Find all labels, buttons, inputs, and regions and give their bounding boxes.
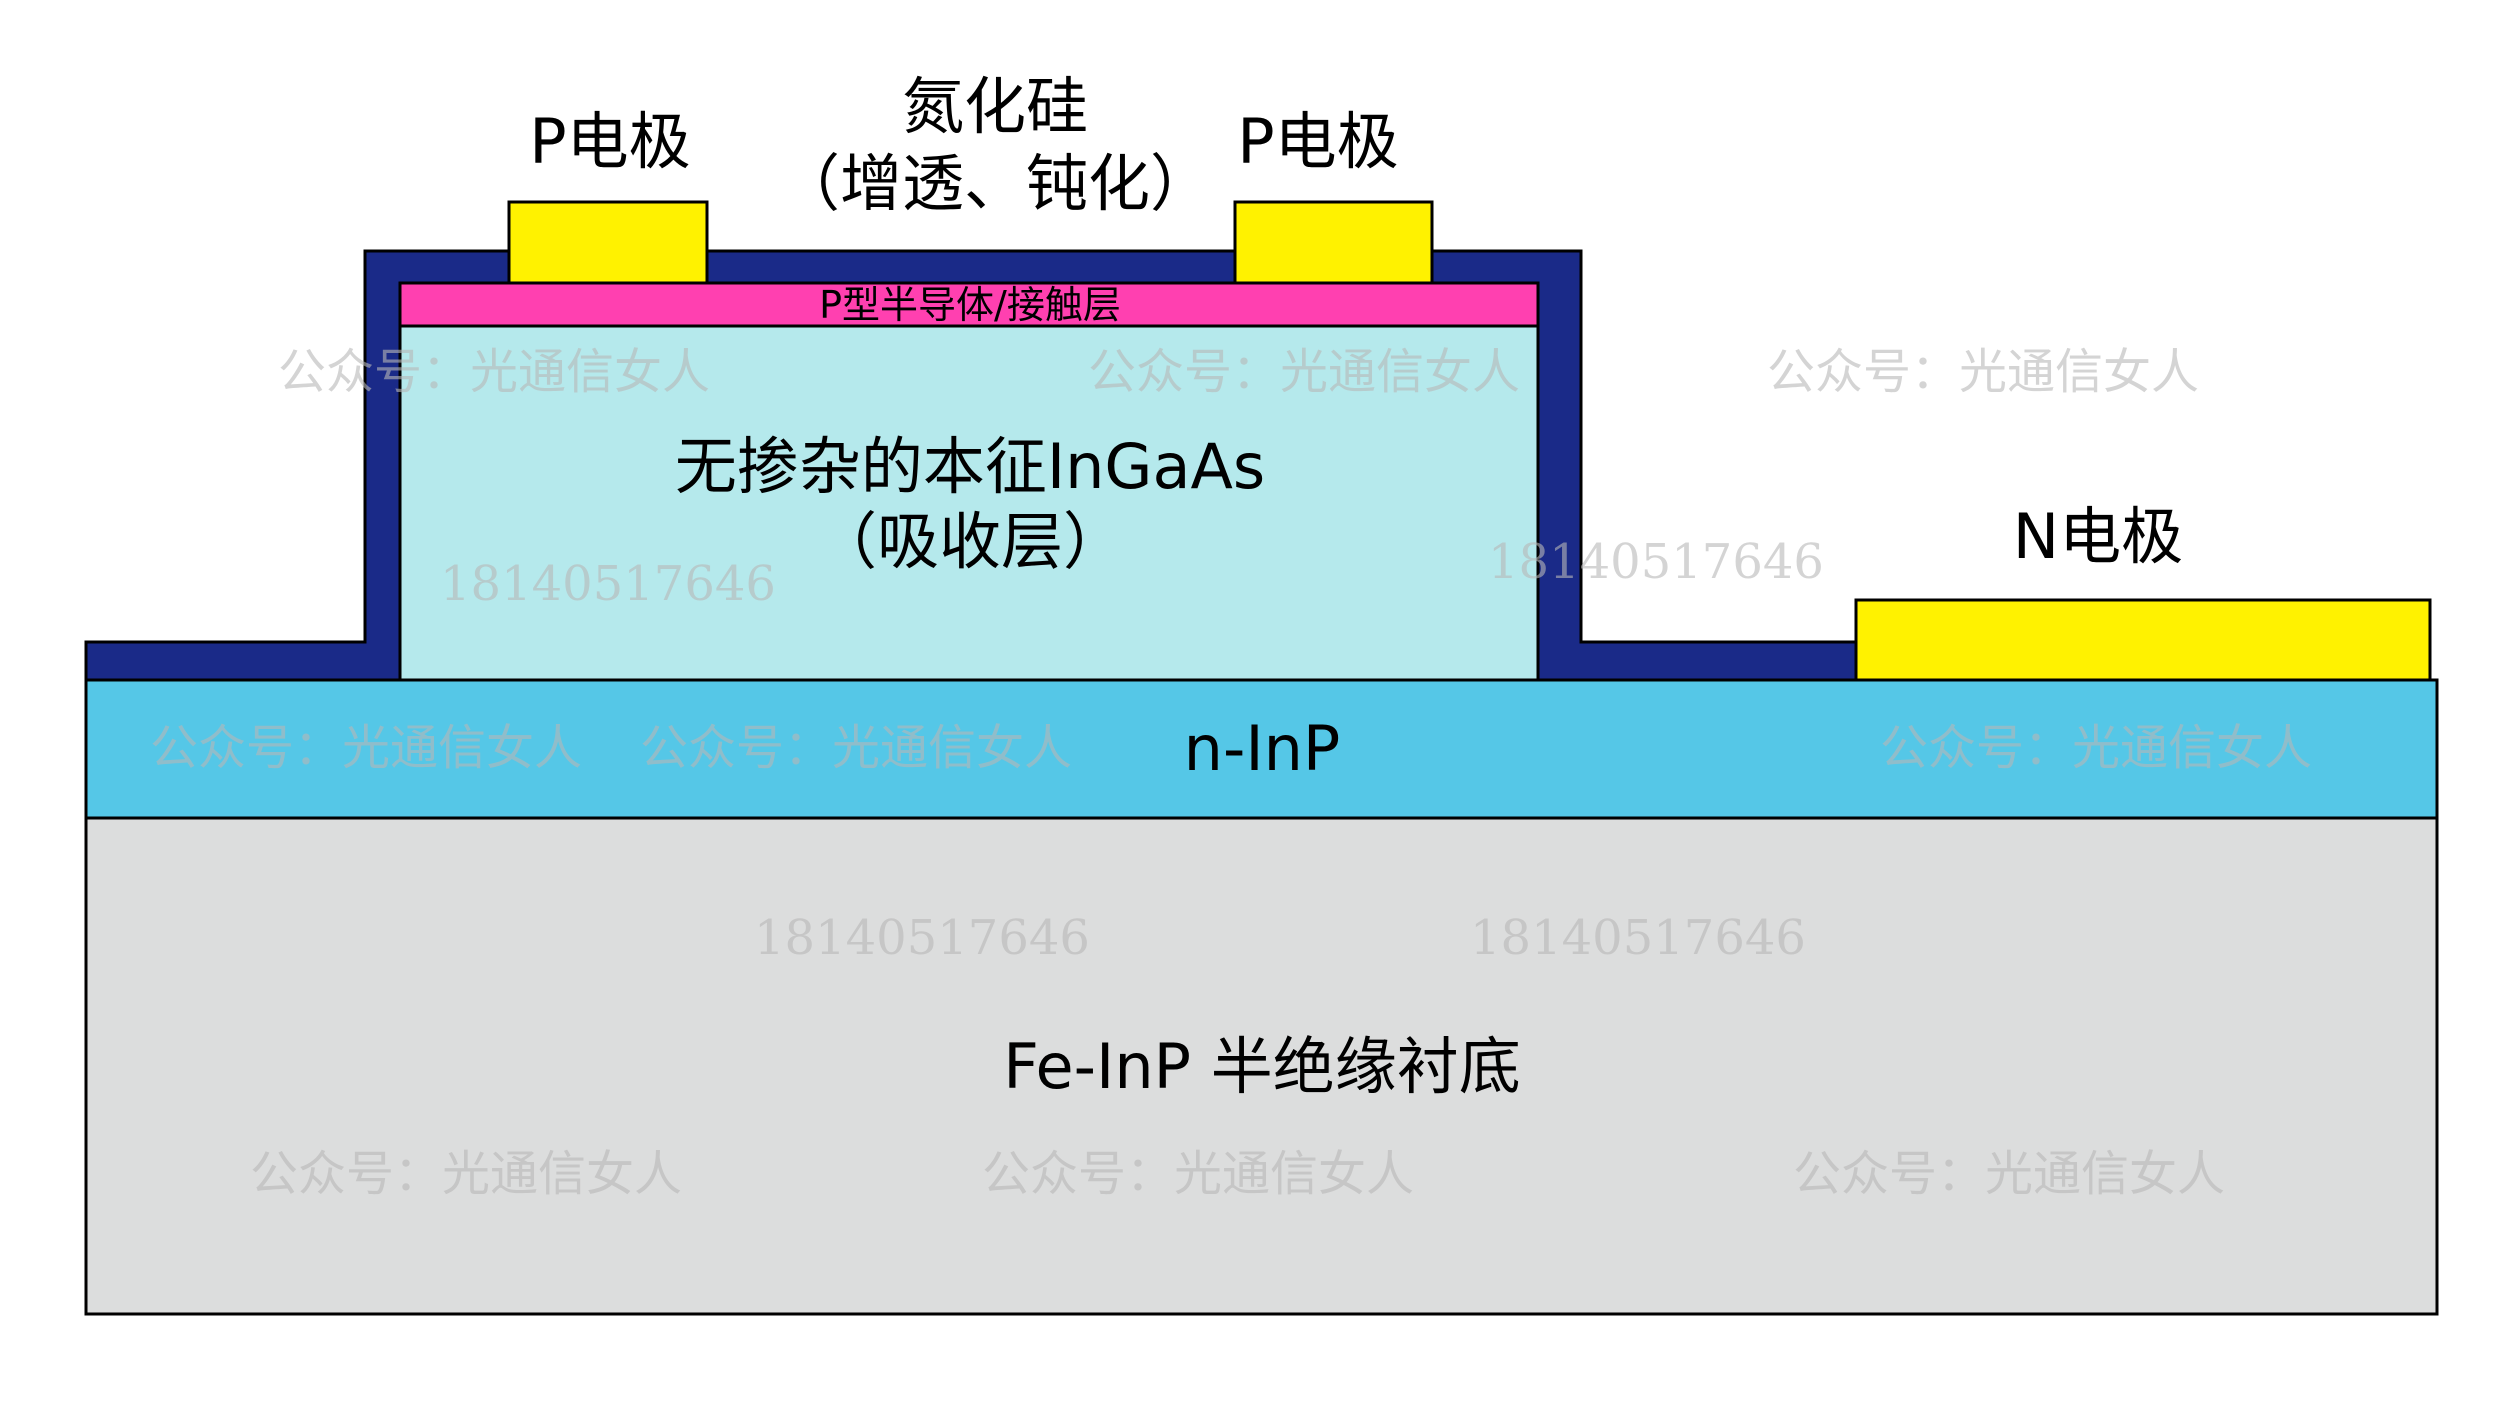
nitride-label: 氮化硅 xyxy=(902,70,1088,143)
watermark: 公众号：光通信女人 xyxy=(1088,344,1520,400)
n-inp-layer xyxy=(84,678,2439,820)
p-electrode-left-label: P电极 xyxy=(529,105,690,178)
ingaas-absorption-label: （吸收层） xyxy=(815,505,1125,578)
p-contact-layer xyxy=(398,281,1540,328)
ingaas-label: 无掺杂的本征InGaAs xyxy=(675,430,1265,503)
watermark: 公众号：光通信女人 xyxy=(150,720,582,776)
watermark: 18140517646 xyxy=(1470,910,1806,966)
substrate-layer xyxy=(84,816,2439,1316)
watermark: 18140517646 xyxy=(1488,534,1824,590)
watermark: 18140517646 xyxy=(440,556,776,612)
watermark: 18140517646 xyxy=(754,910,1090,966)
n-inp-label: n-InP xyxy=(1184,712,1341,785)
n-electrode xyxy=(1854,598,2432,682)
p-electrode-left xyxy=(507,200,709,285)
watermark: 公众号：光通信女人 xyxy=(640,720,1072,776)
nitride-function-label: （增透、钝化） xyxy=(778,147,1212,220)
watermark: 公众号：光通信女人 xyxy=(250,1146,682,1202)
watermark: 公众号：光通信女人 xyxy=(1793,1146,2225,1202)
watermark: 公众号：光通信女人 xyxy=(1880,720,2312,776)
substrate-label: Fe-InP 半绝缘衬底 xyxy=(1003,1030,1520,1103)
p-electrode-right-label: P电极 xyxy=(1237,105,1398,178)
p-contact-label: P型半导体/接触层 xyxy=(819,283,1121,327)
n-electrode-label: N电极 xyxy=(2013,500,2183,573)
watermark: 公众号：光通信女人 xyxy=(982,1146,1414,1202)
watermark: 公众号：光通信女人 xyxy=(1767,344,2199,400)
watermark: 公众号：光通信女人 xyxy=(278,344,710,400)
p-electrode-right xyxy=(1233,200,1434,285)
ingaas-absorption-layer xyxy=(398,324,1540,682)
